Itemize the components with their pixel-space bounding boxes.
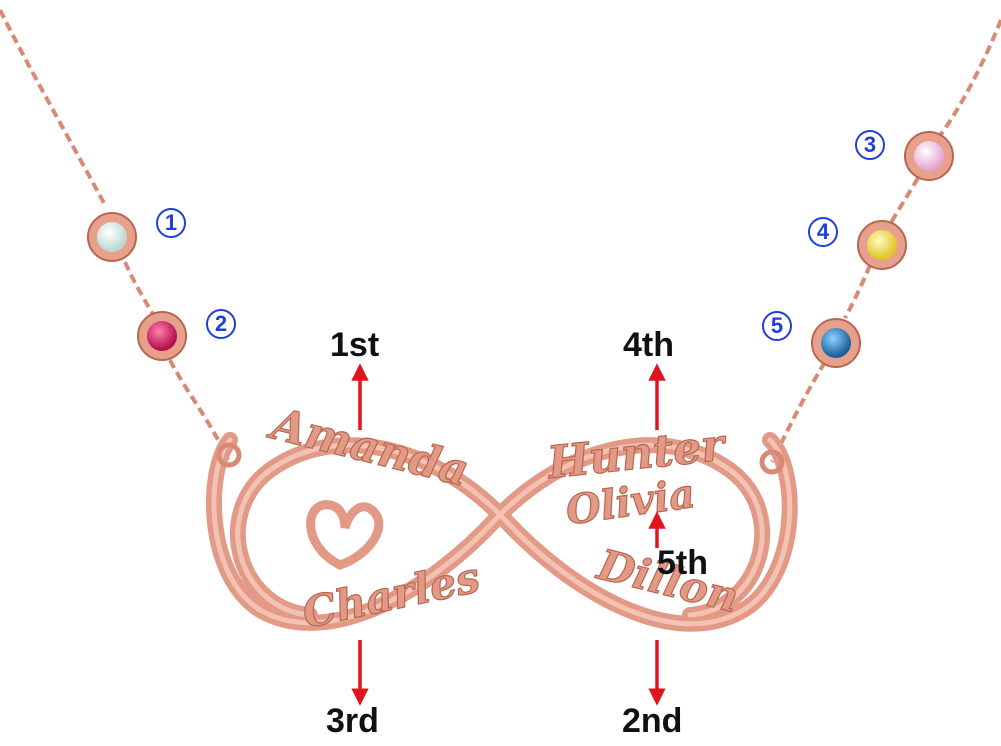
stone-number-1: 1 [156,208,186,238]
name-charles: Charles [298,552,484,637]
birthstone-4 [857,220,907,270]
label-5th: 5th [657,544,708,582]
birthstone-2 [137,311,187,361]
stone-number-3: 3 [855,130,885,160]
label-1st: 1st [330,326,380,364]
stone-number-5: 5 [762,311,792,341]
stone-number-4: 4 [808,217,838,247]
label-3rd: 3rd [326,702,379,740]
infinity-pendant [205,432,798,632]
birthstone-5 [811,318,861,368]
pendant-loop-left [216,442,242,468]
label-4th: 4th [623,326,674,364]
pendant-loop-right [759,449,785,475]
label-2nd: 2nd [622,702,683,740]
heart-icon [306,500,384,570]
position-arrows [351,363,666,706]
stone-number-2: 2 [206,309,236,339]
birthstone-1 [87,212,137,262]
name-amanda: Amanda [263,398,474,497]
birthstone-3 [904,131,954,181]
